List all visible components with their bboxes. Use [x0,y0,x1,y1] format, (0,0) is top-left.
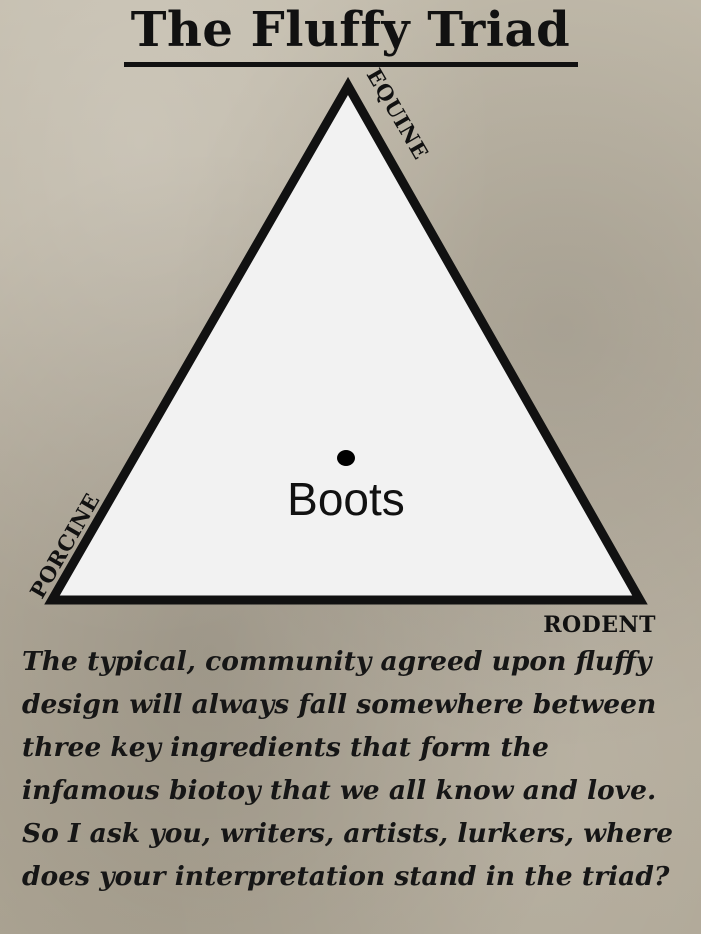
vertex-label-rodent: RODENT [543,612,656,638]
boots-point-label: Boots [287,473,405,525]
page-title: The Fluffy Triad [130,2,571,58]
boots-point-marker [337,450,355,466]
title-underline [124,62,578,67]
triad-triangle [44,76,648,605]
caption-paragraph: The typical, community agreed upon fluff… [22,646,673,892]
